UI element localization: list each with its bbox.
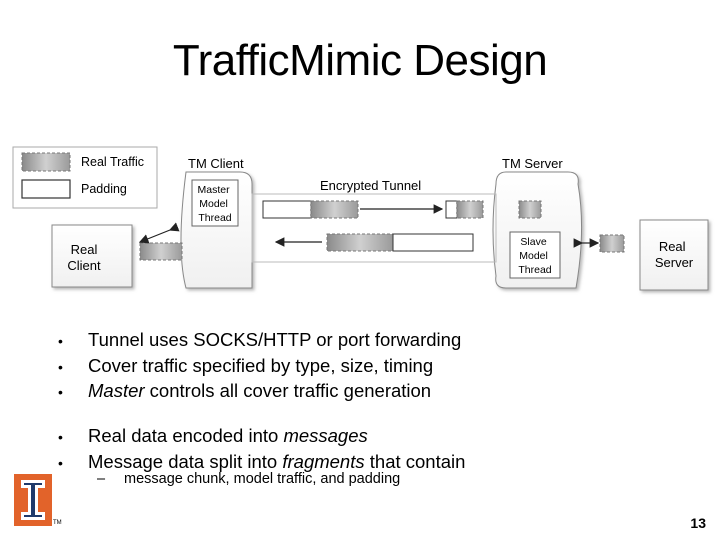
bullet-emphasis: fragments — [282, 450, 365, 472]
tunnel-upper-traffic-small — [456, 200, 484, 219]
sub-bullet-text: message chunk, model traffic, and paddin… — [124, 471, 401, 487]
bullet-segment: that contain — [364, 450, 466, 472]
real-client-label-2: Client — [67, 258, 101, 273]
sub-bullet-dash: – — [97, 471, 106, 487]
bullet-dot: • — [58, 384, 63, 400]
bullet-segment: controls all cover traffic generation — [144, 380, 432, 401]
tunnel-pipe — [251, 193, 497, 263]
bullet-text: Master controls all cover traffic genera… — [88, 379, 431, 403]
bullet-text: Cover traffic specified by type, size, t… — [88, 354, 433, 378]
bullet-segment: Real data encoded into — [88, 425, 284, 446]
bullet-item: • Cover traffic specified by type, size, … — [58, 354, 461, 380]
real-client-label: Real — [71, 242, 98, 257]
legend-real-traffic-label: Real Traffic — [81, 155, 144, 169]
legend-real-traffic-swatch — [21, 152, 71, 172]
bullet-dot: • — [58, 333, 63, 349]
tunnel-upper-padding — [262, 200, 312, 219]
bullet-segment: Cover traffic specified by type, size, t… — [88, 354, 434, 376]
university-block-i-logo-icon — [14, 474, 52, 526]
bullet-emphasis: messages — [283, 425, 368, 446]
bullet-emphasis: Master — [88, 380, 145, 401]
trademark-mark: TM — [53, 520, 62, 526]
slave-thread-label: Slave Model Thread — [518, 236, 551, 276]
bullet-dot: • — [58, 429, 63, 445]
bullet-text: Message data split into fragments that c… — [88, 450, 465, 474]
bullet-list-2: • Real data encoded into messages • Message… — [58, 424, 465, 475]
real-server-box — [639, 219, 709, 291]
server-traffic-chunk — [518, 200, 542, 219]
sub-bullet: – message chunk, model traffic, and padd… — [97, 471, 400, 487]
bullet-item: • Tunnel uses SOCKS/HTTP or port forwardi… — [58, 328, 461, 354]
encrypted-tunnel-label: Encrypted Tunnel — [320, 178, 421, 193]
real-server-label: Real Server — [655, 239, 694, 270]
server-side-traffic — [599, 234, 625, 253]
tunnel-upper-padding-small — [445, 200, 458, 219]
bullet-item: • Master controls all cover traffic gener… — [58, 379, 461, 405]
bullet-item: • Real data encoded into messages — [58, 424, 465, 450]
bullet-segment: Tunnel uses SOCKS/HTTP or port forwardin… — [88, 329, 462, 350]
bullet-text: Real data encoded into messages — [88, 424, 368, 448]
master-thread-box — [191, 179, 239, 227]
legend-padding-label: Padding — [81, 182, 127, 196]
slide-title: TrafficMimic Design — [172, 36, 548, 85]
legend-padding-swatch — [21, 179, 71, 199]
bullet-dot: • — [58, 454, 63, 471]
page-number: 13 — [690, 515, 706, 531]
tunnel-diagram: Real Traffic Padding Real Client TM Clie… — [12, 146, 709, 291]
bullet-segment: Message data split into — [88, 450, 283, 472]
real-client-box — [51, 224, 133, 288]
slave-thread-box — [509, 231, 561, 279]
master-thread-label: Master Model Thread — [197, 184, 232, 224]
bullet-list-1: • Tunnel uses SOCKS/HTTP or port forwardi… — [58, 328, 461, 405]
client-double-arrow — [138, 222, 180, 244]
tunnel-lower-traffic — [326, 233, 394, 252]
tm-client-label: TM Client — [188, 156, 244, 171]
tm-server-label: TM Server — [502, 156, 563, 171]
legend: Real Traffic Padding — [12, 146, 158, 209]
tunnel-upper-traffic — [310, 200, 359, 219]
tunnel-lower-padding — [392, 233, 474, 252]
bullet-dot: • — [58, 358, 63, 375]
bullet-item: • Message data split into fragments that … — [58, 450, 465, 476]
bullet-text: Tunnel uses SOCKS/HTTP or port forwardin… — [88, 328, 461, 352]
client-side-traffic — [139, 242, 183, 261]
